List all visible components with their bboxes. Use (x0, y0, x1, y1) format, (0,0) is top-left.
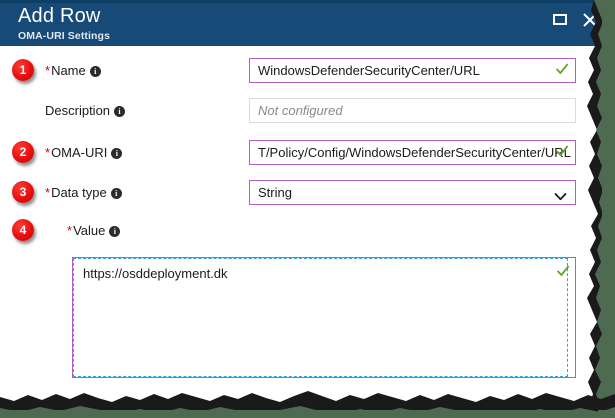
required-asterisk: * (45, 185, 51, 200)
page-title: Add Row (18, 5, 101, 27)
close-icon[interactable] (578, 8, 602, 32)
value-textarea-value: https://osddeployment.dk (83, 266, 228, 281)
value-textarea[interactable]: https://osddeployment.dk (72, 257, 576, 378)
required-asterisk: * (45, 63, 51, 78)
callout-badge-1: 1 (12, 59, 34, 81)
window-titlebar: Add Row OMA-URI Settings (0, 0, 600, 46)
oma-uri-input-value: T/Policy/Config/WindowsDefenderSecurityC… (258, 145, 571, 160)
info-icon[interactable]: i (111, 148, 123, 159)
data-type-select[interactable]: String (249, 180, 576, 205)
label-description-text: Description (45, 103, 111, 118)
data-type-selected-value: String (258, 185, 292, 200)
check-icon (556, 264, 570, 278)
info-icon[interactable]: i (110, 188, 122, 199)
callout-badge-2: 2 (12, 141, 34, 163)
callout-badge-3: 3 (12, 181, 34, 203)
info-icon[interactable]: i (89, 66, 101, 77)
chevron-down-icon[interactable] (554, 187, 567, 201)
oma-uri-input[interactable]: T/Policy/Config/WindowsDefenderSecurityC… (249, 140, 576, 165)
label-data-type-text: Data type (51, 185, 107, 200)
info-icon[interactable]: i (109, 226, 121, 237)
callout-badge-4: 4 (12, 219, 34, 241)
label-name-text: Name (51, 63, 86, 78)
value-textarea-focus-ring (73, 258, 568, 377)
maximize-icon[interactable] (549, 8, 573, 32)
label-oma-uri-text: OMA-URI (51, 145, 108, 160)
required-asterisk: * (67, 223, 73, 238)
info-icon[interactable]: i (114, 106, 126, 117)
required-asterisk: * (45, 145, 51, 160)
check-icon (555, 144, 569, 158)
name-input-value: WindowsDefenderSecurityCenter/URL (258, 63, 480, 78)
check-icon (555, 62, 569, 76)
page-subtitle: OMA-URI Settings (18, 30, 111, 42)
label-value-text: Value (73, 223, 106, 238)
description-input[interactable]: Not configured (249, 98, 576, 123)
maximize-glyph (553, 14, 567, 25)
description-placeholder: Not configured (258, 103, 343, 118)
name-input[interactable]: WindowsDefenderSecurityCenter/URL (249, 58, 576, 83)
